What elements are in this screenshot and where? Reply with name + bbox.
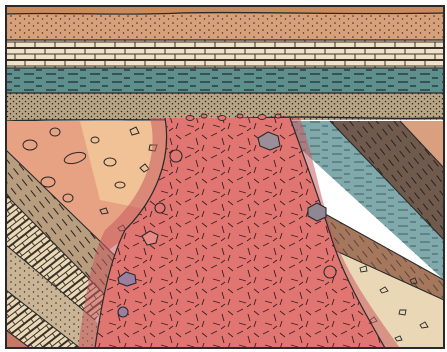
limestone-layer	[6, 40, 444, 68]
